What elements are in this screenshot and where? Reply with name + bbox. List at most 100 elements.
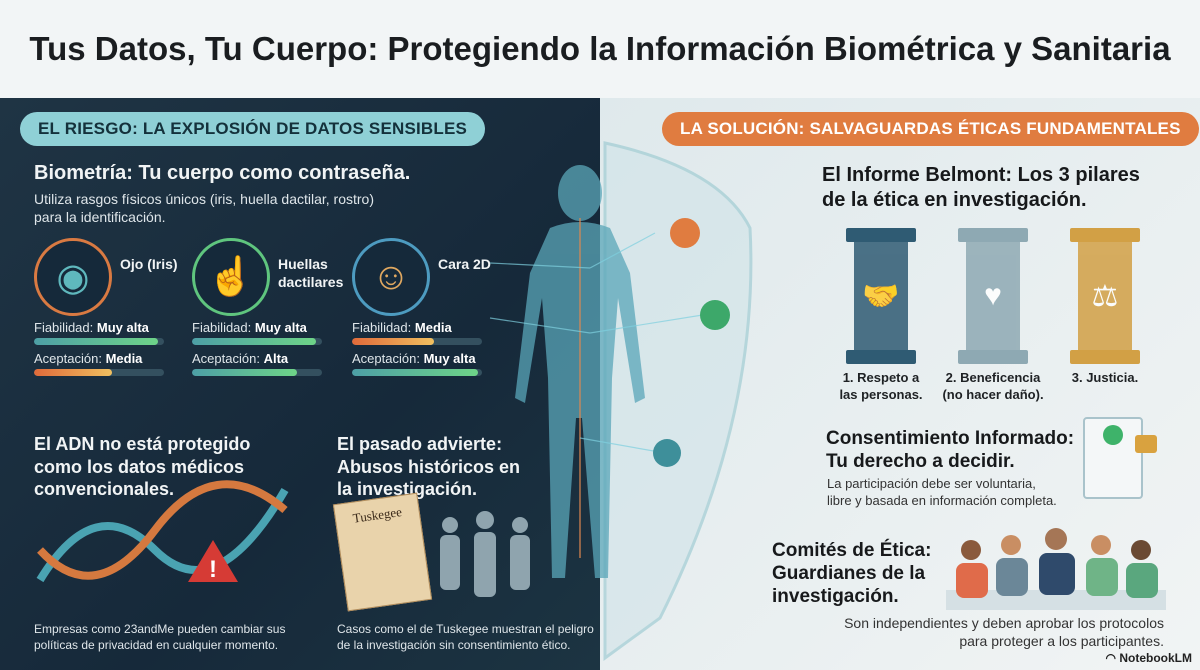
text-line: Utiliza rasgos físicos únicos (iris, hue… — [34, 191, 375, 207]
label: Aceptación: — [34, 351, 102, 366]
history-text: Casos como el de Tuskegee muestran el pe… — [337, 621, 594, 653]
text-line: investigación. — [772, 585, 899, 607]
acceptance-label: Aceptación: Media — [34, 351, 142, 366]
text-line: para la identificación. — [34, 209, 166, 226]
reliability-bar — [34, 338, 164, 345]
text-line: como los datos médicos — [34, 456, 245, 477]
reliability-bar-fill — [34, 338, 158, 345]
biometrics-text: Utiliza rasgos físicos únicos (iris, hue… — [34, 190, 374, 226]
notebooklm-brand: ◠ NotebookLM — [1106, 651, 1192, 665]
dna-text: Empresas como 23andMe pueden cambiar sus… — [34, 621, 285, 653]
acceptance-bar — [192, 369, 322, 376]
acceptance-value: Muy alta — [423, 351, 476, 366]
document-title: Tuskegee — [351, 504, 403, 526]
people-group-icon — [440, 511, 530, 597]
consent-heading: Consentimiento Informado:Tu derecho a de… — [826, 428, 1074, 474]
reliability-value: Media — [414, 320, 452, 335]
text-line: Consentimiento Informado: — [826, 428, 1075, 449]
acceptance-value: Alta — [263, 351, 289, 366]
text-line: las personas. — [839, 386, 923, 402]
biometric-name: Ojo (Iris) — [120, 256, 178, 272]
justice-pillar-icon: ⚖ — [1070, 228, 1140, 364]
text-line: para proteger a los participantes. — [959, 633, 1164, 650]
respect-pillar-icon: 🤝 — [846, 228, 916, 364]
text-line: Abusos históricos en — [337, 456, 521, 477]
human-figure-shield-illustration — [489, 141, 753, 661]
label: Aceptación: — [192, 351, 260, 366]
text-line: políticas de privacidad en cualquier mom… — [34, 638, 279, 653]
belmont-heading: El Informe Belmont: Los 3 pilares de la é… — [822, 163, 1140, 213]
text-line: Casos como el de Tuskegee muestran el pe… — [337, 622, 594, 636]
ethics-committee-text: Son independientes y deben aprobar los p… — [844, 614, 1164, 650]
reliability-bar-fill — [352, 338, 434, 345]
lock-icon — [1135, 435, 1157, 453]
text-line: Guardianes de la — [772, 562, 926, 584]
reliability-label: Fiabilidad: Muy alta — [192, 320, 307, 335]
acceptance-label: Aceptación: Alta — [192, 351, 288, 366]
text-line: de la investigación sin consentimiento é… — [337, 638, 571, 653]
pillar-label: 2. Beneficencia(no hacer daño). — [938, 370, 1048, 404]
label: Fiabilidad: — [192, 320, 252, 335]
acceptance-bar — [34, 369, 164, 376]
text-line: la investigación. — [337, 479, 478, 499]
text-line: El pasado advierte: — [337, 434, 503, 454]
warning-icon: ! — [188, 540, 238, 583]
security-node-icon — [670, 218, 700, 248]
text-line: 3. Justicia. — [1071, 370, 1139, 385]
risk-section-label: EL RIESGO: LA EXPLOSIÓN DE DATOS SENSIBL… — [20, 112, 486, 146]
solution-section-label: LA SOLUCIÓN: SALVAGUARDAS ÉTICAS FUNDAME… — [662, 112, 1199, 146]
text-line: Tu derecho a decidir. — [826, 450, 1015, 472]
reliability-bar-fill — [192, 338, 316, 345]
consent-text: La participación debe ser voluntaria,lib… — [827, 476, 1057, 510]
text-line: libre y basada en información completa. — [827, 492, 1057, 508]
biometrics-heading: Biometría: Tu cuerpo como contraseña. — [34, 162, 411, 184]
biometric-name: Huellas dactilares — [278, 256, 344, 290]
acceptance-value: Media — [105, 351, 143, 366]
reliability-value: Muy alta — [96, 320, 149, 335]
text-line: convencionales. — [34, 479, 175, 499]
text-line: Son independientes y deben aprobar los p… — [844, 615, 1164, 631]
text-line: El Informe Belmont: Los 3 pilares — [822, 164, 1140, 186]
text-line: (no hacer daño). — [942, 386, 1044, 402]
face-icon: ☺ — [352, 238, 430, 316]
beneficence-pillar-icon: ♥ — [958, 228, 1028, 364]
reliability-label: Fiabilidad: Media — [352, 320, 452, 335]
committee-meeting-icon — [946, 528, 1166, 610]
reliability-value: Muy alta — [254, 320, 307, 335]
acceptance-bar-fill — [352, 369, 479, 376]
biometric-name: Cara 2D — [438, 256, 491, 272]
reliability-bar — [352, 338, 482, 345]
acceptance-label: Aceptación: Muy alta — [352, 351, 476, 366]
fingerprint-icon: ☝ — [192, 238, 270, 316]
label: Fiabilidad: — [352, 320, 412, 335]
signed-consent-document-icon — [1083, 417, 1143, 499]
acceptance-bar-fill — [34, 369, 112, 376]
dna-helix-icon: ! — [36, 480, 289, 583]
reliability-label: Fiabilidad: Muy alta — [34, 320, 149, 335]
brand-label: NotebookLM — [1119, 651, 1192, 665]
acceptance-bar — [352, 369, 482, 376]
page-title: Tus Datos, Tu Cuerpo: Protegiendo la Inf… — [0, 0, 1200, 98]
label: Fiabilidad: — [34, 320, 94, 335]
notebooklm-logo-icon: ◠ — [1105, 651, 1120, 665]
text-line: 1. Respeto a — [842, 370, 920, 385]
eye-icon: ◉ — [34, 238, 112, 316]
scales-node-icon — [653, 439, 681, 467]
network-lines — [489, 232, 716, 454]
text-line: 2. Beneficencia — [945, 370, 1041, 385]
check-icon — [1103, 425, 1123, 445]
acceptance-bar-fill — [192, 369, 298, 376]
text-line: de la ética en investigación. — [822, 189, 1087, 211]
text-line: El ADN no está protegido — [34, 434, 251, 454]
text-line: Comités de Ética: — [772, 540, 932, 561]
text-line: Empresas como 23andMe pueden cambiar sus — [34, 622, 286, 636]
label: Aceptación: — [352, 351, 420, 366]
text-line: La participación debe ser voluntaria, — [827, 476, 1036, 491]
tuskegee-document-icon: Tuskegee — [332, 492, 433, 612]
shield-check-node-icon — [700, 300, 730, 330]
svg-text:!: ! — [209, 556, 217, 583]
